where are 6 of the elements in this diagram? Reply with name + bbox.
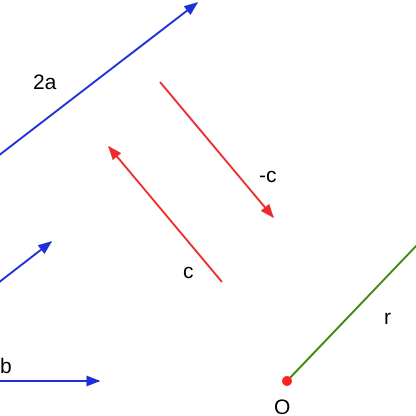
- vector-label: 2a: [33, 72, 56, 93]
- vector-label: O: [274, 397, 290, 416]
- vector-label: c: [183, 261, 194, 282]
- vector-label: -c: [259, 165, 276, 186]
- vector-label: b: [0, 356, 12, 377]
- vector-label: r: [384, 307, 391, 328]
